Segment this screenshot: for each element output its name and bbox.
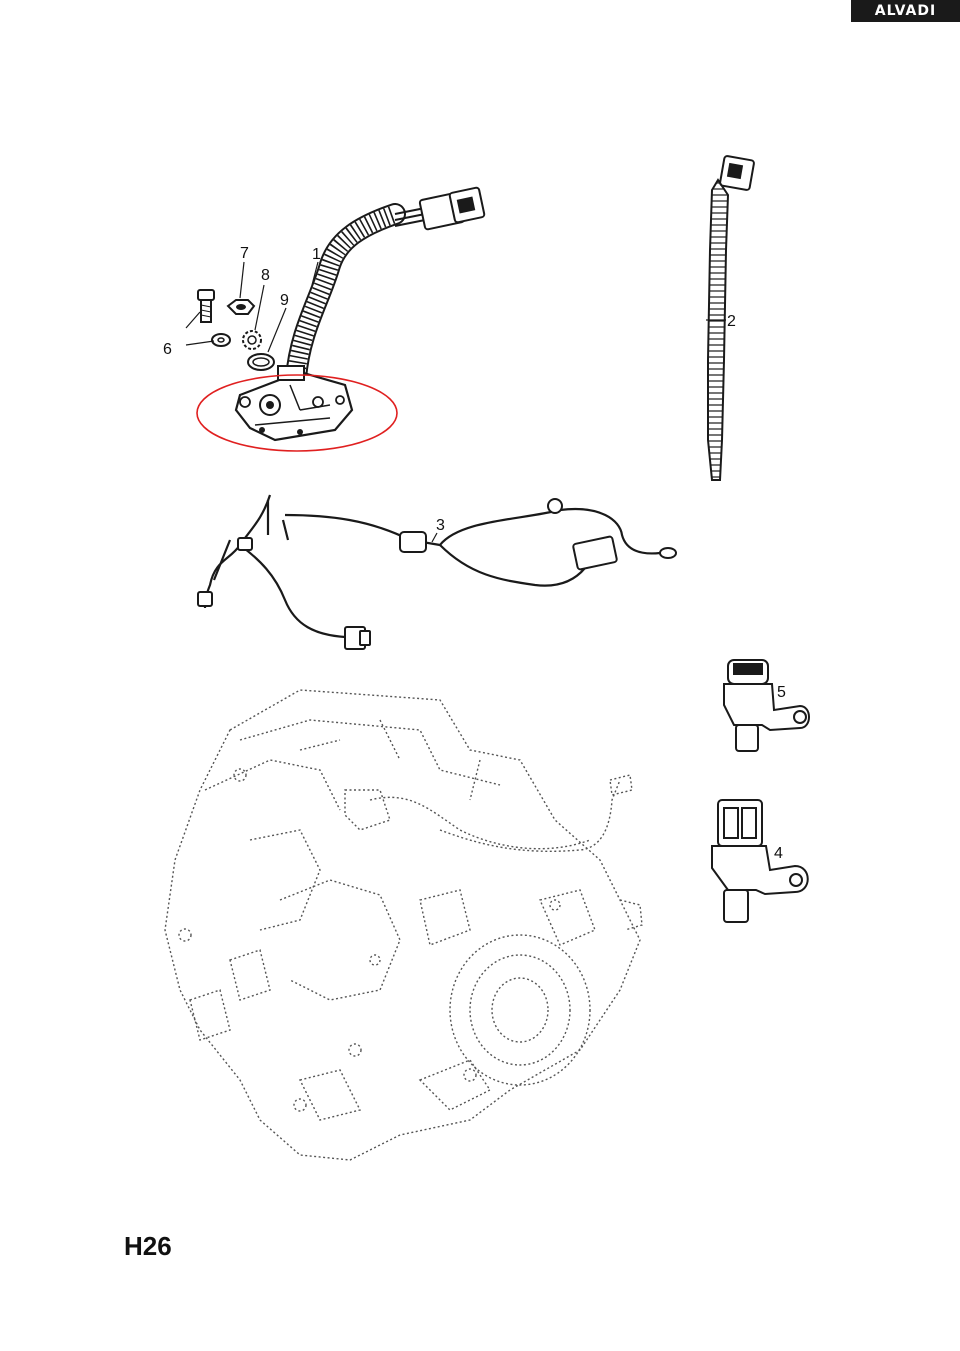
part-8-lock-washer[interactable] xyxy=(242,330,262,350)
part-7-nut[interactable] xyxy=(226,299,256,315)
callout-6: 6 xyxy=(163,341,172,358)
callout-7: 7 xyxy=(240,245,249,262)
part-1-switch-harness[interactable] xyxy=(234,186,486,442)
part-2-cable-tie[interactable] xyxy=(706,155,755,481)
callout-1: 1 xyxy=(312,246,321,263)
harness-connector xyxy=(418,186,486,231)
transmission-housing xyxy=(164,689,643,1161)
callout-4: 4 xyxy=(774,845,783,862)
highlight-ellipse xyxy=(196,374,398,452)
callout-2: 2 xyxy=(727,313,736,330)
callout-8: 8 xyxy=(261,267,270,284)
part-9-seal-ring[interactable] xyxy=(247,353,275,371)
callout-5: 5 xyxy=(777,684,786,701)
leader-line-1 xyxy=(311,261,319,286)
harness-connectors xyxy=(197,498,677,650)
page-code: H26 xyxy=(124,1231,172,1261)
part-6-bolt[interactable] xyxy=(197,289,215,323)
brand-logo: ALVADI xyxy=(851,0,960,22)
switch-body xyxy=(234,365,354,442)
part-4-speed-sensor[interactable] xyxy=(711,799,809,923)
leader-line-3 xyxy=(431,532,438,543)
part-6-washer[interactable] xyxy=(211,333,231,347)
part-5-speed-sensor[interactable] xyxy=(723,659,810,752)
fastener-leaders xyxy=(185,261,287,353)
callout-3: 3 xyxy=(436,517,445,534)
callout-9: 9 xyxy=(280,292,289,309)
